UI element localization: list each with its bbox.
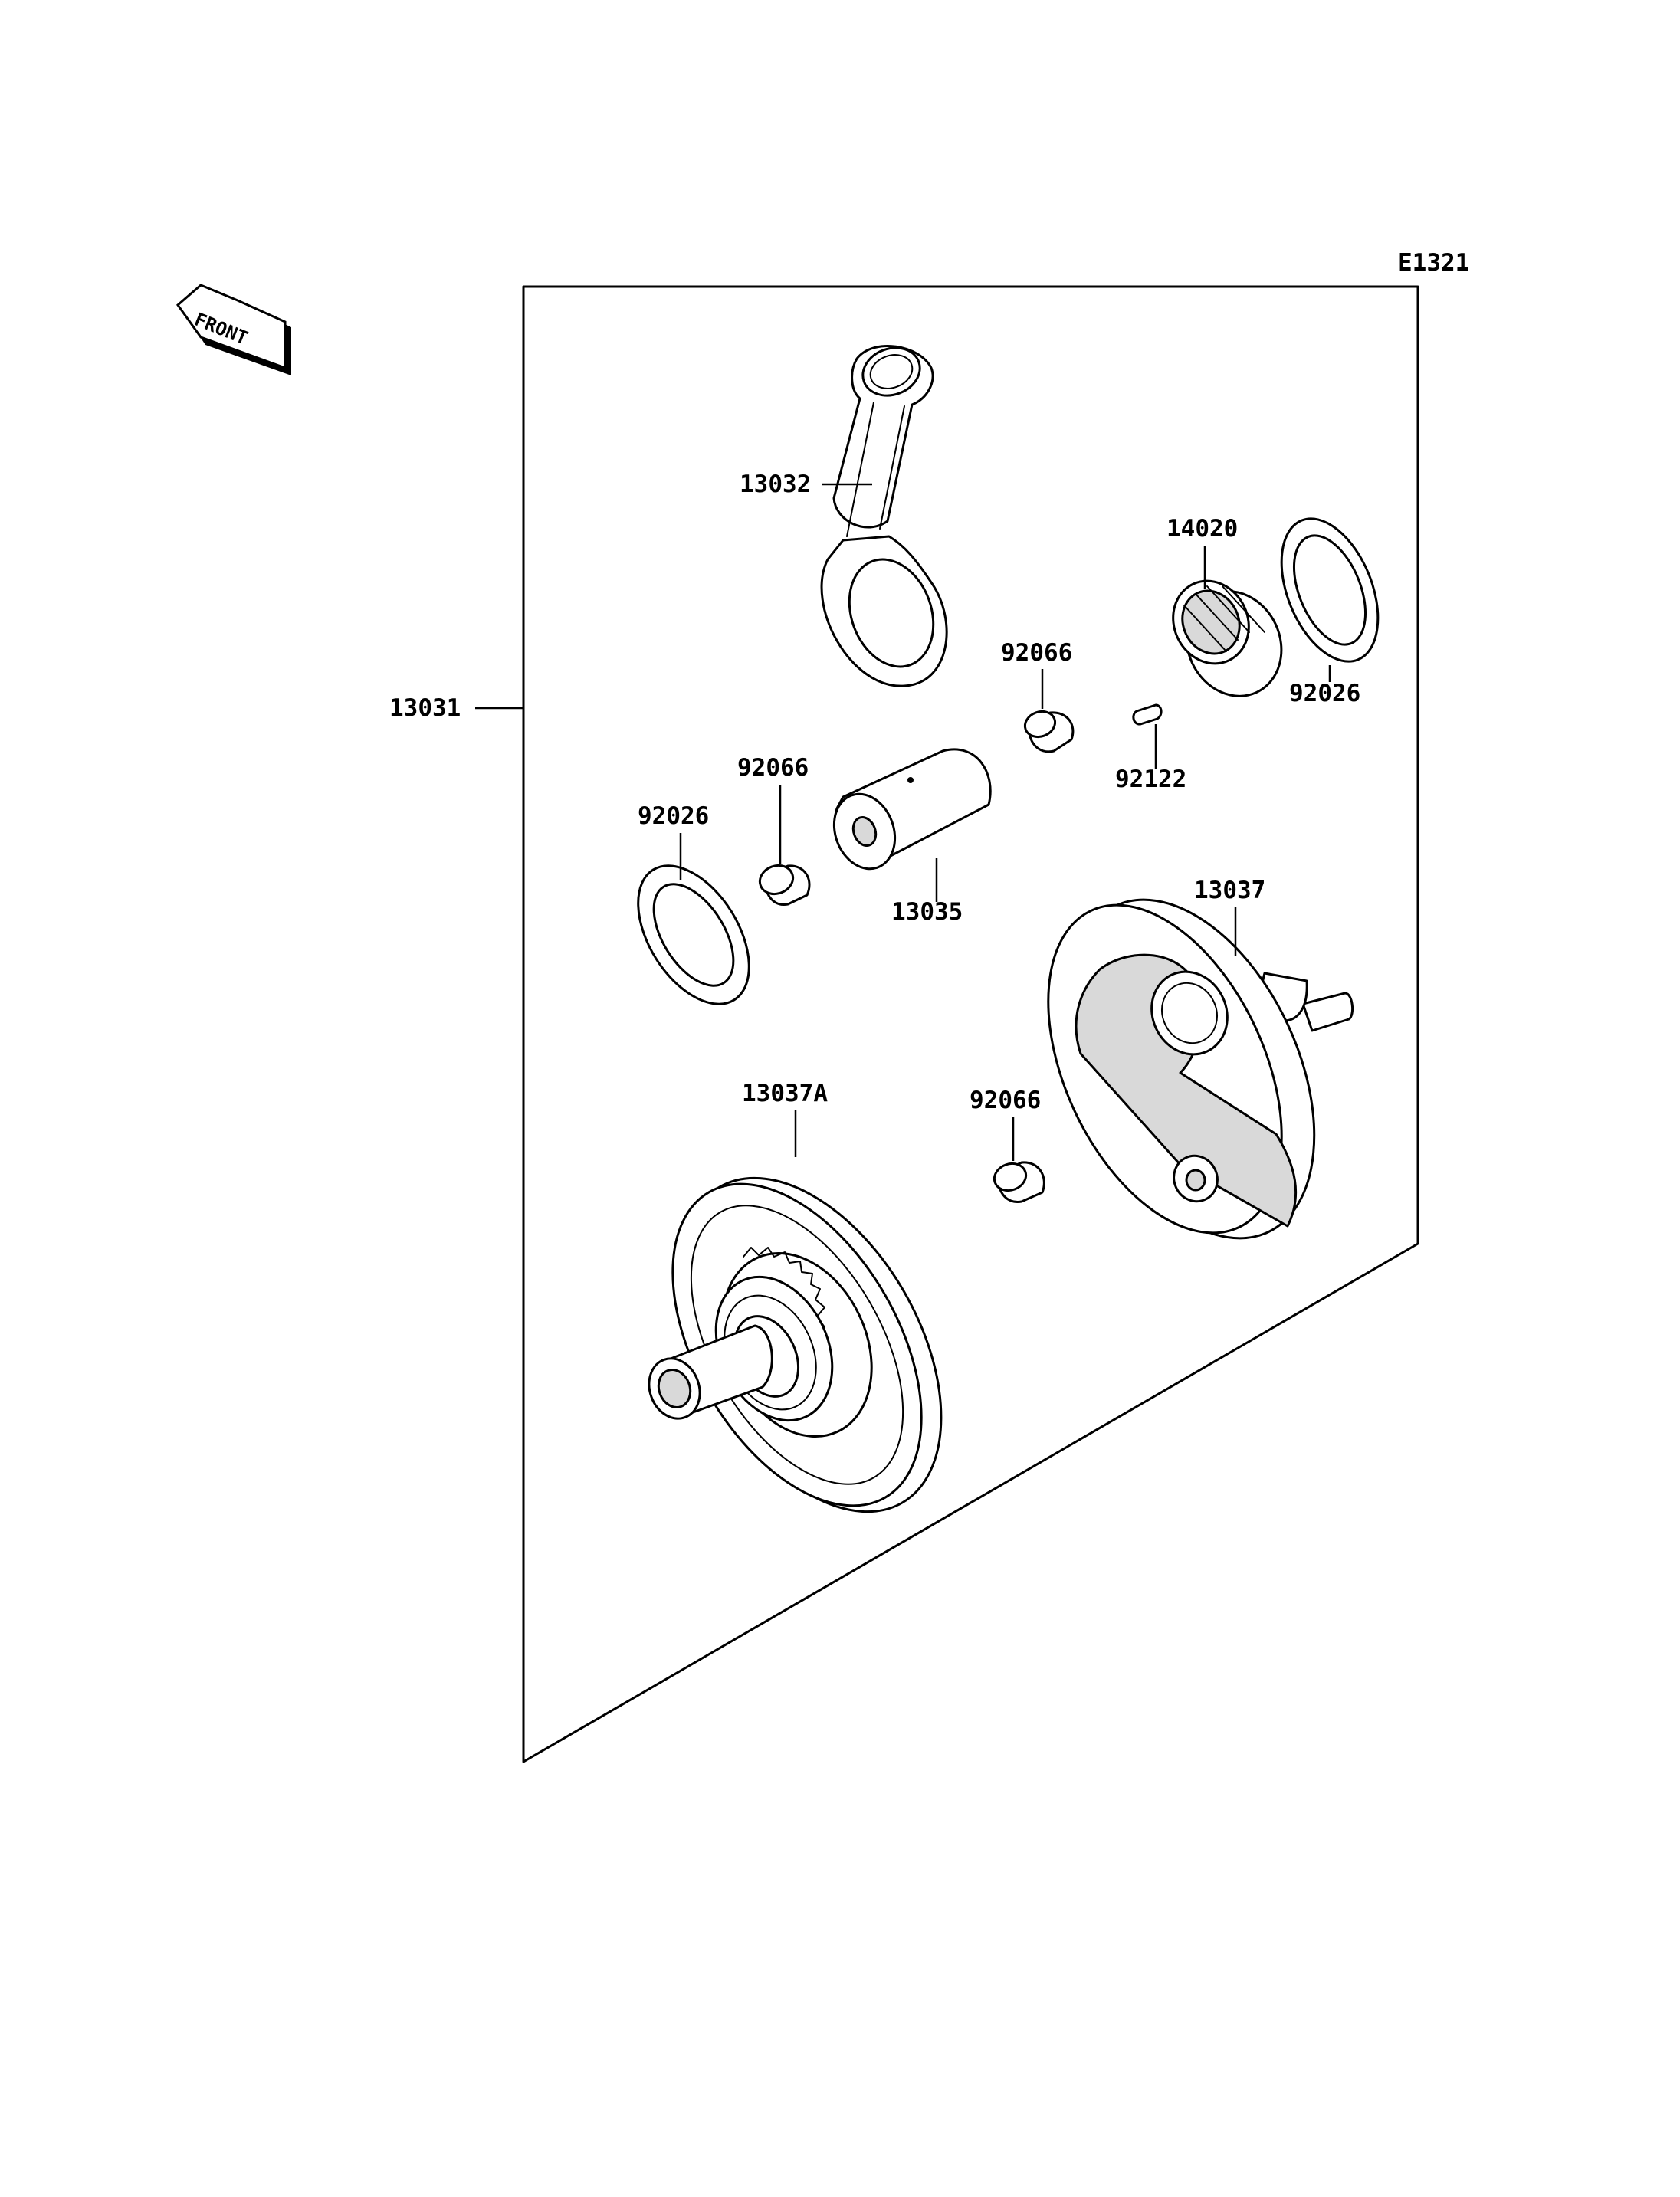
pin-part <box>1132 703 1163 726</box>
bearing-left-part <box>758 864 811 907</box>
connecting-rod-part <box>820 344 948 687</box>
crankshaft-left-part <box>648 1176 943 1513</box>
label-13037A: 13037A <box>742 1080 828 1107</box>
label-13035: 13035 <box>891 898 963 926</box>
crankshaft-right-part <box>1047 898 1354 1240</box>
bearing-right-part <box>1023 710 1075 753</box>
diagram-code: E1321 <box>1398 249 1469 277</box>
thrust-washer-left-part <box>637 864 750 1005</box>
thrust-washer-right-part <box>1280 517 1380 663</box>
label-14020: 14020 <box>1166 515 1238 543</box>
label-92066-lower: 92066 <box>970 1087 1041 1114</box>
label-92066-right: 92066 <box>1001 639 1072 667</box>
needle-bearing-part <box>1172 579 1283 697</box>
label-92122: 92122 <box>1115 766 1186 793</box>
label-92066-left: 92066 <box>737 754 809 782</box>
front-arrow-icon: FRONT <box>176 284 291 375</box>
label-13037: 13037 <box>1194 877 1265 904</box>
label-13032: 13032 <box>740 471 811 498</box>
crank-pin-part <box>832 748 992 871</box>
label-92026-left: 92026 <box>638 802 709 830</box>
label-92026-right: 92026 <box>1289 680 1360 707</box>
assembly-outline <box>522 285 1419 1763</box>
bearing-lower-part <box>993 1161 1045 1203</box>
label-13031: 13031 <box>389 694 461 722</box>
